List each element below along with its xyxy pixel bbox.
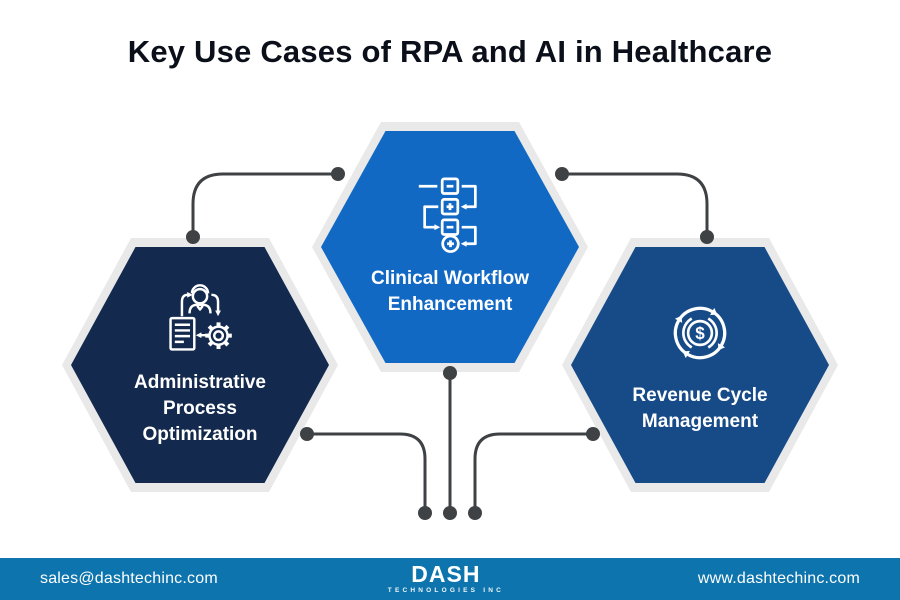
hexagon-revenue-label: Revenue Cycle Management	[632, 384, 768, 432]
dash-logo-subtext: TECHNOLOGIES INC	[387, 587, 504, 595]
hexagon-revenue: $ Revenue Cycle Management	[562, 238, 838, 492]
hexagon-admin-body: Administrative Process Optimization	[71, 247, 329, 483]
person-document-gear-icon	[169, 283, 232, 351]
footer-bar: sales@dashtechinc.com DASH TECHNOLOGIES …	[0, 558, 900, 600]
hexagon-admin-label: Administrative Process Optimization	[134, 371, 266, 446]
workflow-diagram-icon	[418, 177, 477, 253]
hexagon-clinical: Clinical Workflow Enhancement	[312, 122, 588, 372]
hexagon-clinical-body: Clinical Workflow Enhancement	[321, 131, 579, 363]
page-title: Key Use Cases of RPA and AI in Healthcar…	[127, 34, 773, 69]
svg-text:$: $	[695, 324, 705, 343]
footer-website: www.dashtechinc.com	[697, 570, 860, 587]
hexagon-clinical-label: Clinical Workflow Enhancement	[370, 267, 529, 315]
hexagon-admin: Administrative Process Optimization	[62, 238, 338, 492]
dollar-cycle-icon: $	[673, 306, 727, 360]
dash-logo: DASH TECHNOLOGIES INC	[388, 563, 504, 595]
footer-email: sales@dashtechinc.com	[40, 570, 218, 587]
dash-logo-text: DASH	[411, 561, 481, 588]
hexagon-revenue-body: $ Revenue Cycle Management	[571, 247, 829, 483]
